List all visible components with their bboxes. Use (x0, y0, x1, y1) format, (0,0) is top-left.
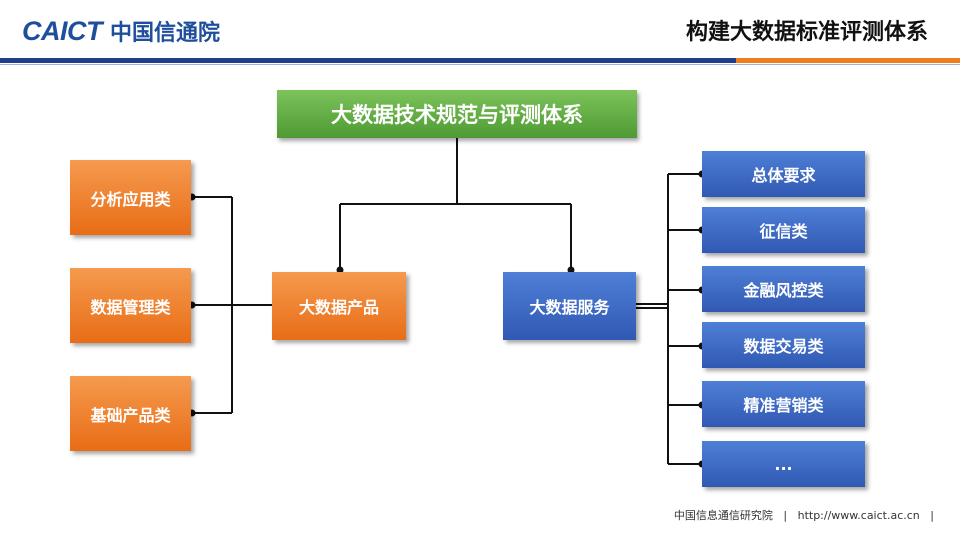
footer-url: http://www.caict.ac.cn (797, 509, 920, 522)
logo-text-en: CAICT (22, 15, 103, 46)
service-child-credit: 征信类 (702, 207, 865, 253)
slide-title: 构建大数据标准评测体系 (685, 20, 928, 45)
product-node: 大数据产品 (272, 272, 406, 340)
product-child-infrastructure: 基础产品类 (70, 376, 191, 451)
caict-logo: CAICT 中国信通院 (22, 14, 220, 48)
header-divider-blue (0, 58, 960, 63)
service-child-general-requirements: 总体要求 (702, 151, 865, 197)
header-divider-thin (0, 64, 960, 65)
product-child-data-management: 数据管理类 (70, 268, 191, 343)
service-child-financial-risk: 金融风控类 (702, 266, 865, 312)
service-node: 大数据服务 (503, 272, 636, 340)
logo-text-cn: 中国信通院 (110, 21, 221, 46)
product-child-analysis-apps: 分析应用类 (70, 160, 191, 235)
footer-org: 中国信息通信研究院 (673, 509, 773, 522)
slide-footer: 中国信息通信研究院 | http://www.caict.ac.cn | (674, 507, 934, 523)
footer-separator: | (783, 509, 788, 522)
service-child-precision-marketing: 精准营销类 (702, 381, 865, 427)
footer-end-mark: | (930, 509, 934, 522)
service-child-data-trading: 数据交易类 (702, 322, 865, 368)
root-node: 大数据技术规范与评测体系 (277, 90, 637, 138)
slide-header: CAICT 中国信通院 构建大数据标准评测体系 (0, 0, 960, 66)
header-divider-orange (736, 58, 960, 63)
service-child-more: ... (702, 441, 865, 487)
